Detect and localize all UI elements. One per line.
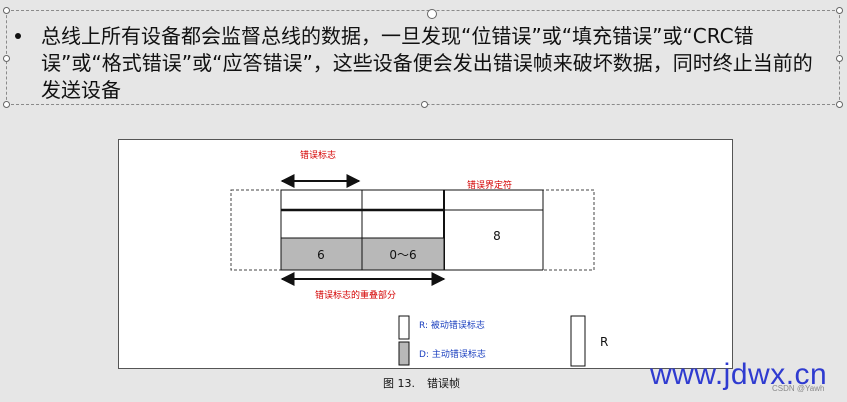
error-delimiter-label: 错误界定符 [467, 179, 512, 191]
resize-handle-middle-left[interactable] [3, 55, 10, 62]
error-frame-diagram: 错误标志 错误界定符 6 0～6 8 错误标志的重叠部分 [230, 149, 608, 367]
cell-0-6: 0～6 [389, 248, 416, 262]
bullet-dot-icon [15, 33, 21, 39]
frame-top-band [280, 189, 544, 211]
caption-number: 图 13. [383, 377, 415, 390]
error-frame-figure: 错误标志 错误界定符 6 0～6 8 错误标志的重叠部分 [118, 139, 733, 369]
figure-caption: 图 13. 错误帧 [383, 375, 472, 391]
legend-recessive-label: R: 被动错误标志 [419, 319, 485, 331]
legend-dominant-swatch [398, 341, 410, 366]
resize-handle-top-left[interactable] [3, 7, 10, 14]
resize-handle-bottom-center[interactable] [421, 101, 428, 108]
legend-dominant-label: D: 主动错误标志 [419, 348, 486, 360]
resize-handle-middle-right[interactable] [836, 55, 843, 62]
watermark-text: www.jdwx.cn [650, 358, 828, 391]
error-flag-label: 错误标志 [300, 149, 336, 161]
resize-handle-bottom-right[interactable] [836, 101, 843, 108]
bullet-text[interactable]: 总线上所有设备都会监督总线的数据，一旦发现“位错误”或“填充错误”或“CRC错误… [41, 24, 813, 102]
resize-handle-top-right[interactable] [836, 7, 843, 14]
cell-6: 6 [317, 248, 325, 262]
rotate-handle[interactable] [427, 9, 437, 19]
legend-r-box-label: R [600, 335, 608, 349]
resize-handle-bottom-left[interactable] [3, 101, 10, 108]
overlap-label: 错误标志的重叠部分 [315, 289, 396, 301]
legend-r-box [570, 315, 586, 367]
legend-recessive-swatch [398, 315, 410, 340]
credit-text: CSDN @Yawh [772, 384, 825, 393]
cell-8: 8 [493, 229, 501, 243]
text-box-selected[interactable]: 总线上所有设备都会监督总线的数据，一旦发现“位错误”或“填充错误”或“CRC错误… [3, 7, 843, 108]
caption-title: 错误帧 [427, 377, 460, 390]
